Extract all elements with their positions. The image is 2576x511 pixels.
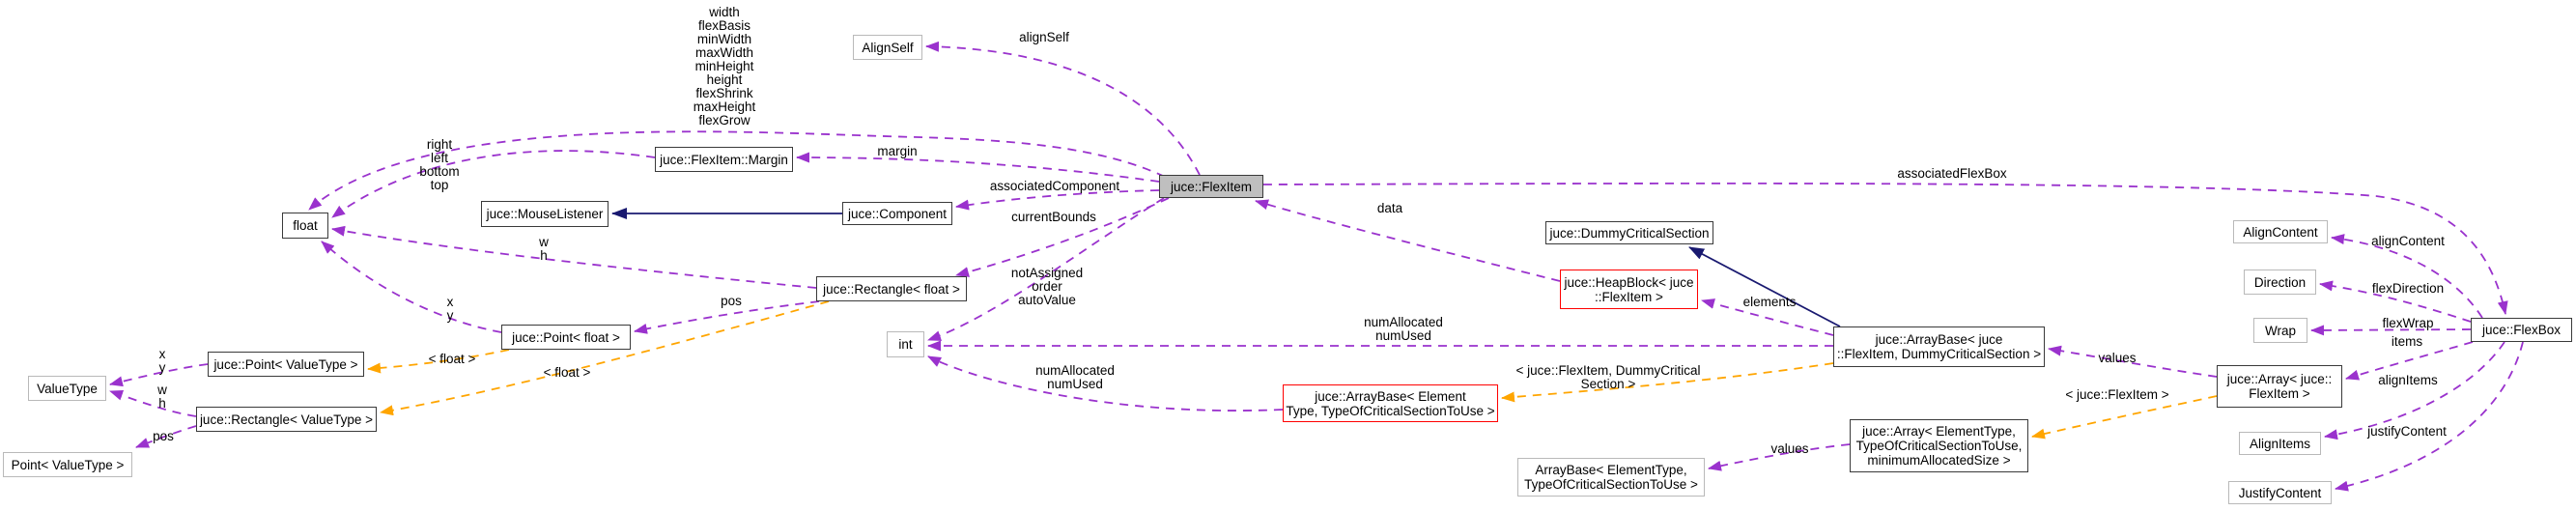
- node-array-flexitem[interactable]: juce::Array< juce:: FlexItem >: [2217, 365, 2342, 408]
- node-flexitem: juce::FlexItem: [1159, 175, 1263, 198]
- edge-flexbox-to-direction: [2319, 280, 2472, 323]
- edge-arraybase-flexitem-to-heapblock: [1701, 298, 1834, 336]
- edge-flexbox-to-array-flexitem: [2345, 341, 2474, 381]
- node-aligncontent: AlignContent: [2233, 220, 2328, 243]
- edge-rectangle-valuetype-to-valuetype: [109, 390, 197, 417]
- node-array-elementtype[interactable]: juce::Array< ElementType, TypeOfCritical…: [1850, 419, 2028, 472]
- node-dummycriticalsection[interactable]: juce::DummyCriticalSection: [1545, 221, 1713, 244]
- node-flexbox[interactable]: juce::FlexBox: [2471, 318, 2572, 342]
- edge-point-float-to-float: [321, 241, 502, 333]
- edge-heapblock-to-flexitem: [1255, 199, 1561, 282]
- node-point-valuetype-plain: Point< ValueType >: [3, 452, 132, 477]
- edge-group: [109, 41, 2524, 492]
- edge-rectangle-float-to-point-float: [634, 300, 820, 334]
- node-component[interactable]: juce::Component: [842, 202, 952, 225]
- edge-flexitem-to-int: [927, 197, 1165, 341]
- node-wrap: Wrap: [2253, 318, 2307, 343]
- edge-flexbox-to-aligncontent: [2331, 234, 2483, 319]
- edge-rectangle-float-to-float: [331, 225, 817, 289]
- node-point-valuetype[interactable]: juce::Point< ValueType >: [208, 352, 364, 377]
- edge-flexitem-to-alignself: [925, 41, 1201, 176]
- node-mouselistener[interactable]: juce::MouseListener: [481, 201, 609, 227]
- node-arraybase-elementtype-gray: ArrayBase< ElementType, TypeOfCriticalSe…: [1517, 458, 1705, 497]
- node-arraybase-flexitem[interactable]: juce::ArrayBase< juce ::FlexItem, DummyC…: [1833, 326, 2045, 367]
- edge-point-float-to-point-valuetype: [367, 349, 510, 374]
- edge-rectangle-valuetype-to-point-valuetype-plain: [135, 425, 197, 448]
- node-flexitem-margin[interactable]: juce::FlexItem::Margin: [655, 147, 793, 172]
- edge-rectangle-float-to-rectangle-valuetype: [380, 300, 830, 416]
- node-float[interactable]: float: [282, 213, 328, 239]
- edge-array-flexitem-to-array-elementtype: [2031, 395, 2218, 440]
- edge-flexbox-to-wrap: [2310, 325, 2472, 336]
- node-alignself: AlignSelf: [853, 35, 922, 60]
- edge-array-flexitem-to-arraybase-flexitem: [2048, 345, 2218, 378]
- edge-arraybase-flexitem-to-dummycriticalsection: [1688, 246, 1841, 327]
- node-heapblock[interactable]: juce::HeapBlock< juce ::FlexItem >: [1560, 270, 1698, 309]
- edge-point-valuetype-to-valuetype: [109, 363, 209, 387]
- node-point-float[interactable]: juce::Point< float >: [501, 325, 631, 350]
- edge-flexbox-to-alignitems: [2324, 341, 2505, 440]
- node-direction: Direction: [2244, 270, 2316, 295]
- node-valuetype: ValueType: [28, 376, 106, 401]
- edge-arraybase-elementtype-red-to-int: [927, 355, 1284, 412]
- node-alignitems: AlignItems: [2239, 432, 2321, 455]
- node-arraybase-elementtype-red[interactable]: juce::ArrayBase< Element Type, TypeOfCri…: [1283, 384, 1498, 422]
- edge-flexitem-margin-to-float: [331, 150, 656, 218]
- edge-flexitem-to-component: [955, 189, 1160, 211]
- node-rectangle-float[interactable]: juce::Rectangle< float >: [816, 276, 967, 301]
- edge-flexbox-to-justifycontent: [2335, 341, 2524, 492]
- edge-flexitem-to-rectangle-float: [955, 197, 1170, 277]
- edge-flexitem-to-float: [308, 130, 1166, 211]
- node-rectangle-valuetype[interactable]: juce::Rectangle< ValueType >: [196, 407, 377, 432]
- node-int: int: [887, 331, 924, 357]
- node-justifycontent: JustifyContent: [2228, 481, 2332, 504]
- edge-flexitem-to-flexbox: [1262, 182, 2508, 315]
- edge-arraybase-flexitem-to-arraybase-elementtype-red: [1501, 362, 1834, 403]
- edge-array-elementtype-to-arraybase-elementtype-gray: [1708, 443, 1851, 471]
- edge-flexitem-to-flexitem-margin: [796, 152, 1160, 183]
